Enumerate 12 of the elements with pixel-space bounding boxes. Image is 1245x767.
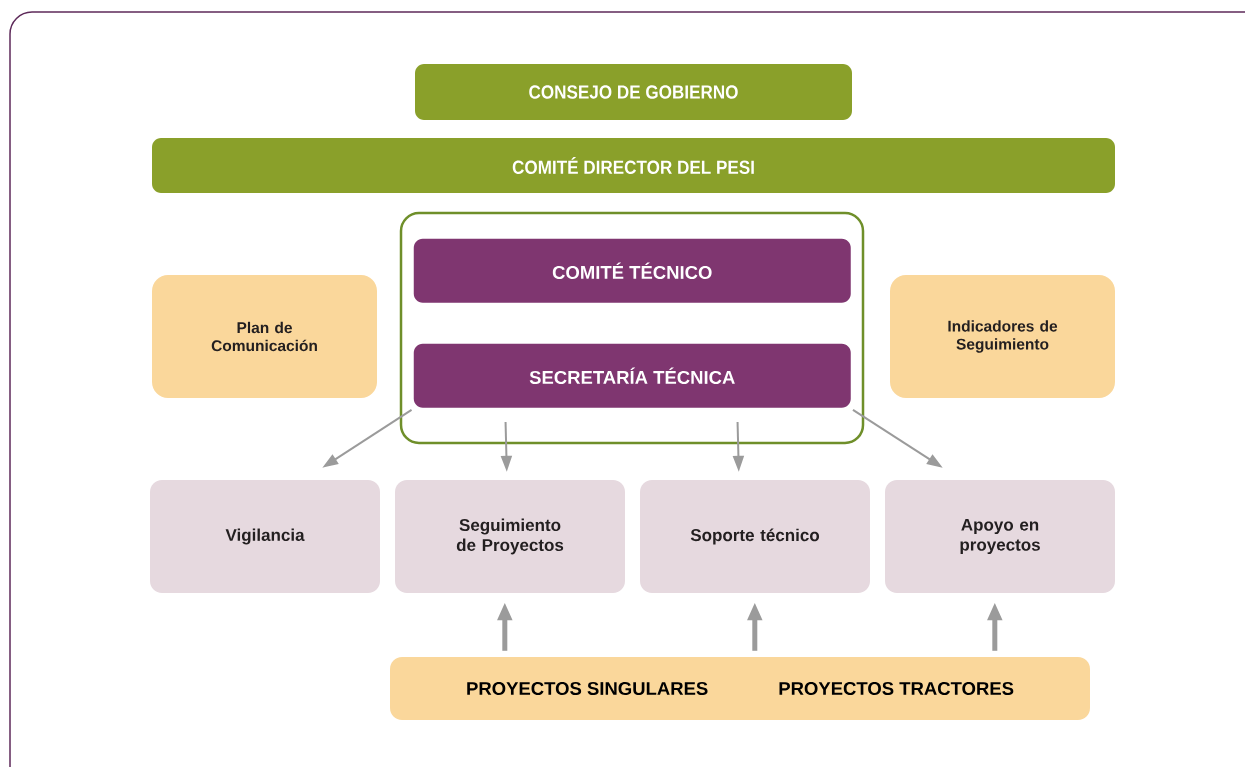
- projects-band: PROYECTOS SINGULARES PROYECTOS TRACTORES: [390, 657, 1090, 720]
- function-box: Seguimiento de Proyectos: [395, 480, 625, 593]
- header-bar: COMITÉ DIRECTOR DEL PESI: [152, 138, 1115, 193]
- side-box: Plan de Comunicación: [152, 275, 377, 398]
- committee-box: COMITÉ TÉCNICO: [413, 238, 851, 303]
- function-box: Vigilancia: [150, 480, 380, 593]
- header-bar: CONSEJO DE GOBIERNO: [415, 64, 852, 120]
- function-box: Soporte técnico: [640, 480, 870, 593]
- function-box: Apoyo en proyectos: [885, 480, 1115, 593]
- group-frame: [399, 211, 865, 445]
- side-box: Indicadores de Seguimiento: [890, 275, 1115, 398]
- committee-box: SECRETARÍA TÉCNICA: [413, 343, 851, 408]
